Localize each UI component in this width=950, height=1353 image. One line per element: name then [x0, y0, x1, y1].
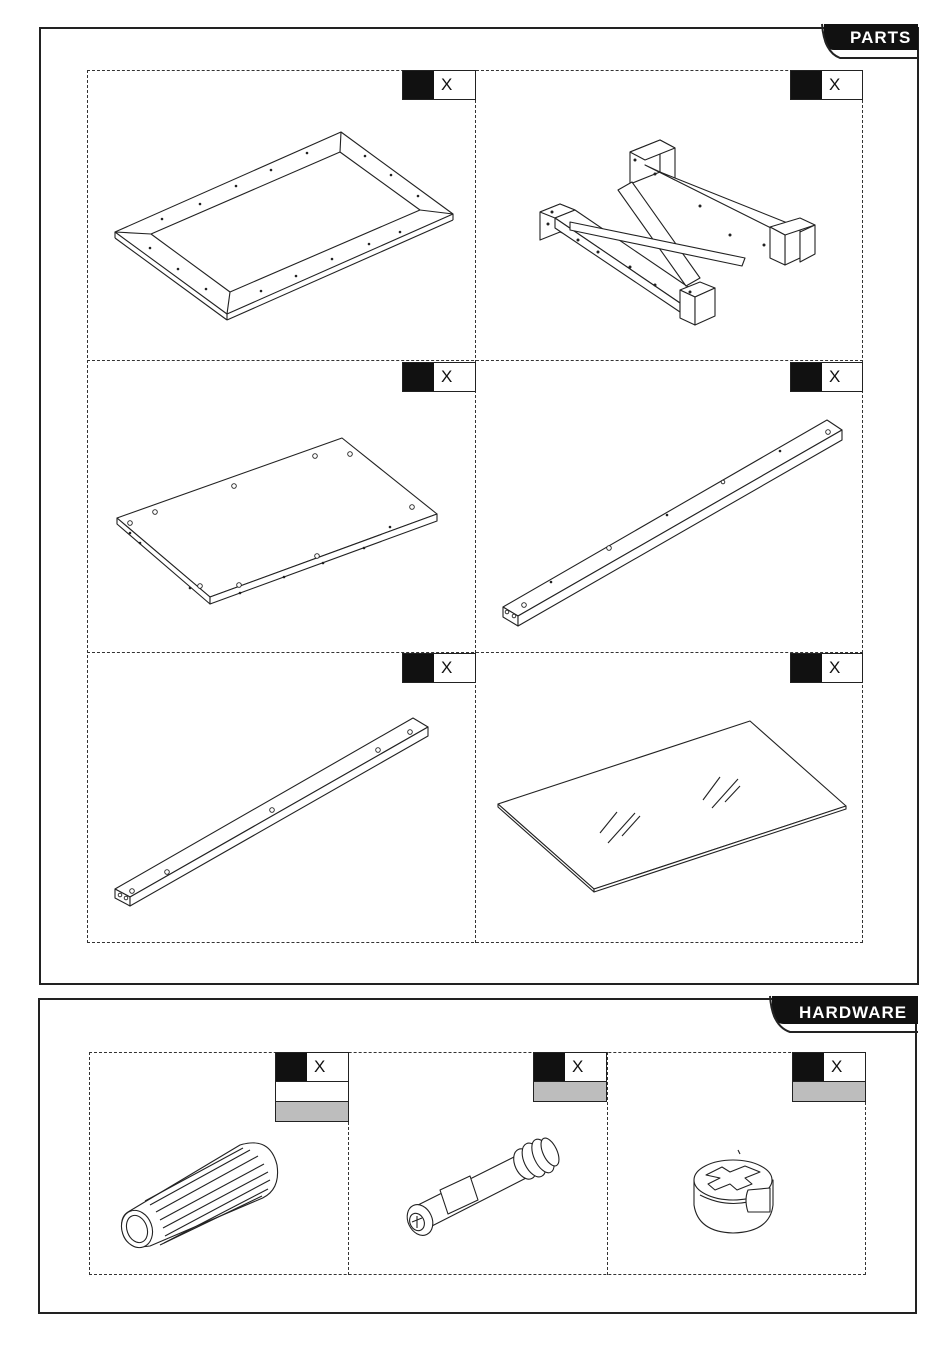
hardware-grid [89, 1052, 866, 1275]
qty-badge: X [533, 1052, 607, 1082]
long-rail-illustration [503, 420, 842, 626]
qty-swatch [533, 1082, 607, 1102]
qty-badge: X [792, 1052, 866, 1082]
base-illustration [540, 140, 815, 325]
qty-label: X [824, 1053, 865, 1081]
glass-illustration [498, 721, 846, 892]
rail-illustration [115, 718, 428, 906]
qty-label: X [565, 1053, 606, 1081]
frame-illustration [115, 132, 453, 320]
panel-illustration [117, 438, 437, 604]
qty-blank-row [275, 1082, 349, 1102]
part-letter-box [793, 1053, 824, 1081]
hardware-tab-label: HARDWARE [799, 1003, 907, 1023]
qty-badge: X [275, 1052, 349, 1082]
qty-label: X [307, 1053, 348, 1081]
part-letter-box [534, 1053, 565, 1081]
part-letter-box [276, 1053, 307, 1081]
qty-swatch [275, 1102, 349, 1122]
qty-swatch [792, 1082, 866, 1102]
hardware-grid-divider [607, 1052, 608, 1275]
